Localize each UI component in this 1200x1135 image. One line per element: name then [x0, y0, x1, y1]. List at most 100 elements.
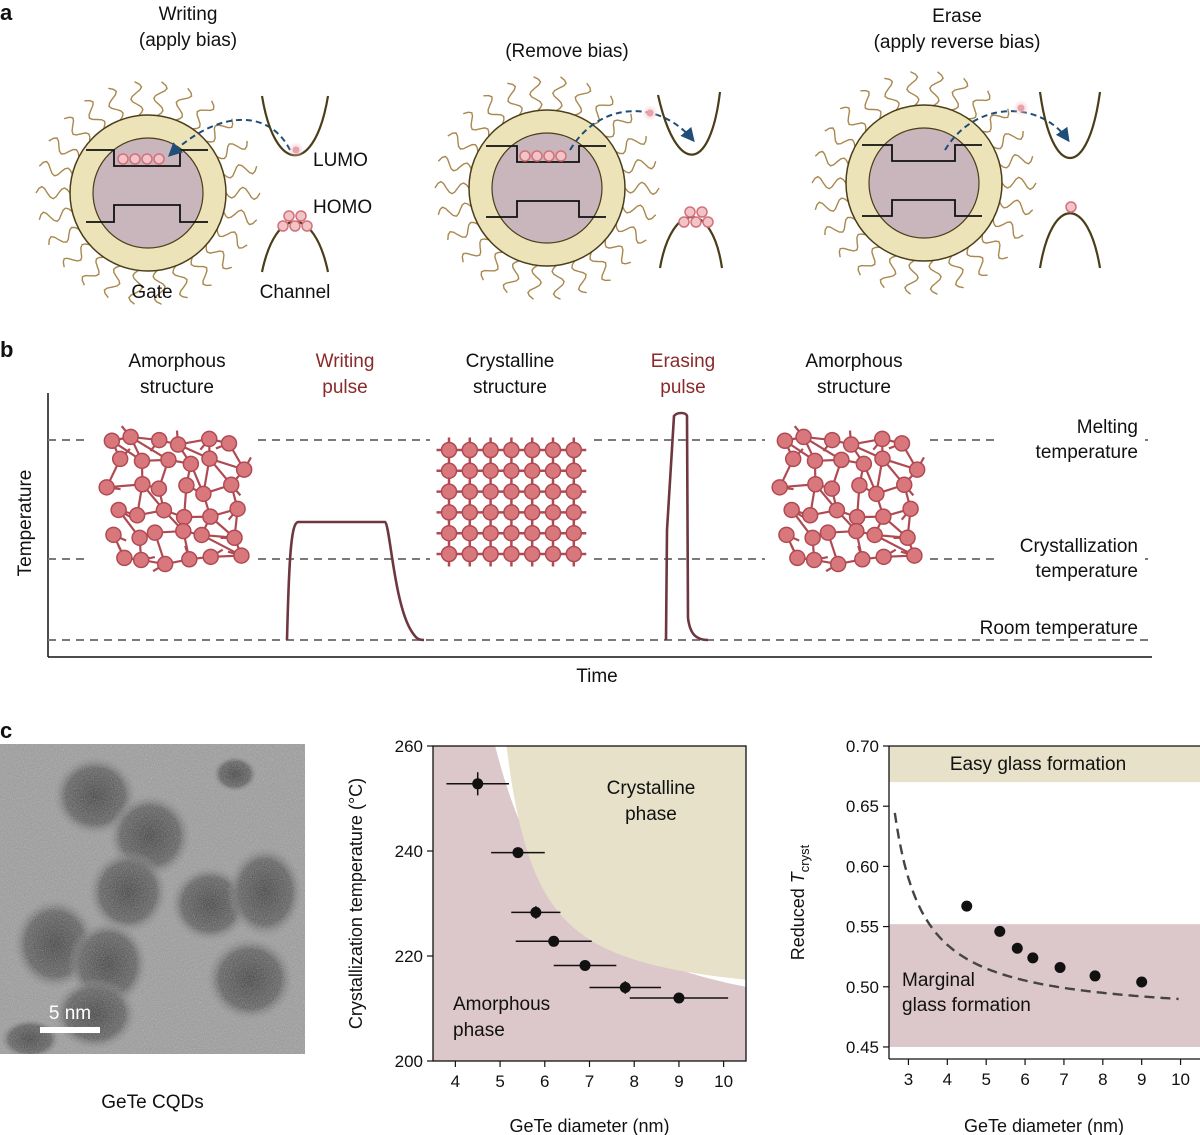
ligand	[904, 259, 920, 295]
panel-b-axes	[47, 393, 1152, 658]
atom	[503, 545, 520, 563]
atom	[565, 441, 583, 459]
ligand	[103, 265, 121, 299]
atom	[829, 555, 847, 573]
ligand	[838, 233, 866, 258]
header-amorphous-1-line1: Amorphous	[128, 351, 225, 372]
x-tick-label: 10	[714, 1072, 733, 1091]
atom	[482, 441, 499, 459]
homo-label: HOMO	[313, 197, 372, 218]
ligand	[461, 238, 489, 263]
ligand	[840, 106, 867, 132]
chart2-ylabel: Reduced Tcryst	[788, 844, 812, 960]
atom	[503, 483, 520, 500]
atom	[122, 428, 139, 446]
atom	[195, 485, 212, 503]
trapped-electrons	[117, 153, 165, 165]
x-tick-label: 9	[674, 1072, 683, 1091]
atom	[155, 501, 173, 519]
ligand	[860, 89, 882, 119]
melting-temp-line1: Melting	[1077, 417, 1138, 438]
atom	[565, 462, 583, 480]
data-point	[472, 778, 484, 790]
atom	[482, 504, 499, 521]
ligand	[64, 116, 91, 142]
atom	[823, 431, 841, 449]
atom	[160, 451, 177, 469]
atom	[895, 476, 913, 494]
atom	[523, 524, 541, 542]
atom	[805, 551, 823, 569]
atom	[105, 526, 122, 544]
ligand-shell	[35, 81, 261, 305]
x-tick-label: 4	[943, 1070, 952, 1089]
crystalline-region	[495, 746, 746, 980]
atom	[461, 504, 479, 521]
x-tick-label: 6	[540, 1072, 549, 1091]
ligand	[624, 181, 660, 196]
y-tick-label: 220	[395, 947, 423, 966]
atom	[156, 555, 174, 573]
channel-label: Channel	[260, 282, 331, 303]
ligand	[604, 239, 631, 265]
atom	[784, 450, 802, 468]
ligand	[62, 243, 90, 268]
atom	[875, 548, 892, 566]
atom	[169, 436, 187, 453]
x-tick-label: 6	[1020, 1070, 1029, 1089]
panel-b-ylabel: Temperature	[15, 470, 36, 577]
data-point	[994, 925, 1006, 937]
x-tick-label: 7	[1059, 1070, 1068, 1089]
ligand	[814, 150, 849, 167]
data-point	[619, 982, 631, 993]
quantum-dot-erase	[811, 71, 1037, 295]
header-crystalline-line2: structure	[473, 377, 547, 398]
atom	[789, 549, 806, 567]
chart1-xlabel: GeTe diameter (nm)	[509, 1116, 669, 1135]
ligand	[81, 256, 104, 286]
atom	[178, 477, 195, 494]
atom	[503, 462, 520, 480]
cryst-temp-line2: temperature	[1036, 561, 1138, 582]
x-tick-label: 5	[981, 1070, 990, 1089]
data-point	[548, 935, 560, 947]
fit-curve	[893, 812, 1179, 1001]
atom	[202, 508, 219, 525]
marginal-glass-band	[889, 924, 1200, 1047]
atom	[440, 524, 458, 542]
ligand	[48, 226, 80, 246]
atom	[440, 504, 458, 521]
state-1-title-line2: (apply bias)	[139, 30, 237, 51]
cryst-temp-line1: Crystallization	[1020, 536, 1138, 557]
ligand	[824, 127, 856, 147]
ligand	[992, 219, 1024, 239]
erasing-pulse	[664, 411, 709, 642]
easy-glass-label: Easy glass formation	[950, 754, 1126, 775]
ligand	[906, 71, 920, 107]
atom	[565, 504, 583, 521]
data-point	[1011, 942, 1023, 954]
scale-bar	[40, 1027, 100, 1033]
ligand	[223, 164, 258, 179]
ligand	[605, 113, 633, 138]
ligand	[928, 71, 944, 107]
atom	[132, 551, 150, 569]
atom	[131, 529, 148, 547]
ligand	[35, 185, 71, 200]
ligand	[447, 221, 479, 241]
atom	[98, 479, 115, 496]
data-point	[1027, 952, 1039, 964]
ligand	[999, 199, 1034, 216]
atom	[201, 450, 218, 467]
ligand	[48, 137, 80, 157]
atom	[851, 477, 868, 494]
atom	[868, 485, 885, 503]
gate-label: Gate	[131, 282, 172, 303]
panel-b-letter: b	[0, 337, 13, 362]
atom	[150, 431, 168, 449]
channel-bands-2	[642, 91, 724, 269]
atom	[806, 452, 824, 470]
header-writing-pulse-line1: Writing	[316, 351, 375, 372]
ligand	[529, 76, 543, 112]
